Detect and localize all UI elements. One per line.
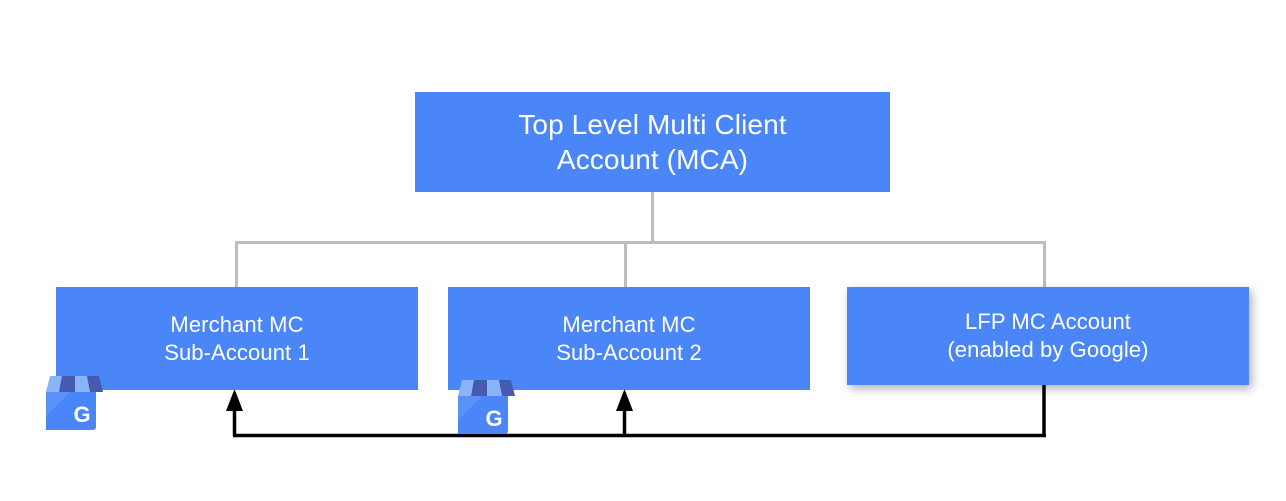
node-merchant-sub-account-2-label: Merchant MC Sub-Account 2 <box>556 311 702 365</box>
node-top-level-mca-label: Top Level Multi Client Account (MCA) <box>518 108 787 175</box>
arrowhead-sub1 <box>226 389 243 411</box>
google-my-business-icon: G <box>46 376 103 430</box>
node-merchant-sub-account-1-label: Merchant MC Sub-Account 1 <box>164 311 310 365</box>
node-merchant-sub-account-2[interactable]: Merchant MC Sub-Account 2 <box>448 287 810 390</box>
arrowhead-sub2 <box>616 389 633 411</box>
node-top-level-mca[interactable]: Top Level Multi Client Account (MCA) <box>415 92 890 192</box>
node-lfp-mc-account[interactable]: LFP MC Account (enabled by Google) <box>847 287 1249 385</box>
google-my-business-icon: G <box>458 380 515 434</box>
node-merchant-sub-account-1[interactable]: Merchant MC Sub-Account 1 <box>56 287 418 390</box>
gmb-letter-g: G <box>485 406 502 431</box>
gmb-letter-g: G <box>73 402 90 427</box>
node-lfp-mc-account-label: LFP MC Account (enabled by Google) <box>947 309 1149 362</box>
